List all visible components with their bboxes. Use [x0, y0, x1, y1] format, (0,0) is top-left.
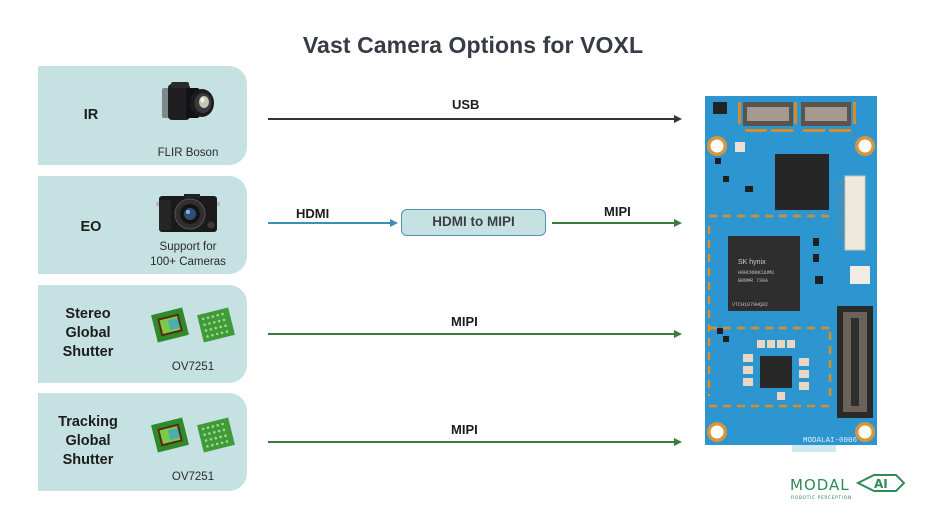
logo-wordmark: MODAL — [790, 476, 850, 494]
connection-label-mipi: MIPI — [604, 204, 631, 219]
arrowhead-icon — [674, 330, 682, 338]
mipi-arrow — [268, 330, 682, 338]
camera-card-tracking: Tracking Global Shutter OV7251 — [38, 393, 247, 491]
hdmi-arrow — [268, 219, 398, 227]
camera-label-line-1: Stereo — [65, 306, 111, 322]
camera-caption: OV7251 — [171, 471, 215, 483]
camera-card-ir: IR FLIR Boson — [38, 66, 247, 165]
camera-label-line-1: Tracking — [58, 414, 118, 430]
camera-caption-line-1: Support for — [159, 241, 217, 253]
camera-caption: FLIR Boson — [157, 147, 219, 159]
thermal-camera-icon — [162, 82, 214, 120]
memory-part-line-1: H9HCNNNCUUMU — [738, 270, 774, 276]
logo-tagline: ROBOTIC PERCEPTION — [791, 495, 852, 501]
board-silkscreen: MODALAI-0006 — [803, 437, 858, 445]
camera-caption: OV7251 — [171, 361, 215, 373]
mipi-arrow — [552, 219, 682, 227]
camera-label-line-3: Shutter — [62, 344, 114, 360]
camera-label: IR — [83, 107, 99, 123]
modalai-logo: MODAL AI ROBOTIC PERCEPTION — [790, 474, 905, 501]
arrowhead-icon — [390, 219, 398, 227]
voxl-board-image: SK hynix H9HCNNNCUUMU BRNMR 730A VTCH107… — [705, 96, 877, 445]
connection-label-mipi: MIPI — [451, 422, 478, 437]
diagram-title: Vast Camera Options for VOXL — [302, 32, 644, 58]
connection-label-usb: USB — [452, 97, 480, 112]
camera-label: EO — [80, 219, 102, 235]
image-sensor-icon — [151, 417, 235, 453]
memory-lot: VTCH1079HQ82 — [732, 302, 768, 308]
compact-camera-icon — [156, 194, 220, 232]
connection-label-mipi: MIPI — [451, 314, 478, 329]
connection-label-hdmi: HDMI — [296, 206, 330, 221]
image-sensor-icon — [151, 307, 235, 343]
logo-mark: AI — [874, 477, 888, 491]
arrowhead-icon — [674, 219, 682, 227]
camera-caption-line-2: 100+ Cameras — [150, 256, 226, 268]
usb-arrow — [268, 115, 682, 123]
memory-brand: SK hynix — [738, 259, 766, 266]
camera-label-line-2: Global — [65, 433, 111, 449]
camera-label-line-2: Global — [65, 325, 111, 341]
mipi-arrow — [268, 438, 682, 446]
board-tab — [792, 445, 836, 452]
camera-label-line-3: Shutter — [62, 452, 114, 468]
hdmi-to-mipi-converter: HDMI to MIPI — [401, 209, 546, 236]
camera-card-eo: EO Support for 100+ Cameras — [38, 176, 247, 274]
camera-card-stereo: Stereo Global Shutter OV7251 — [38, 285, 247, 383]
memory-part-line-2: BRNMR 730A — [738, 278, 768, 284]
arrowhead-icon — [674, 115, 682, 123]
arrowhead-icon — [674, 438, 682, 446]
